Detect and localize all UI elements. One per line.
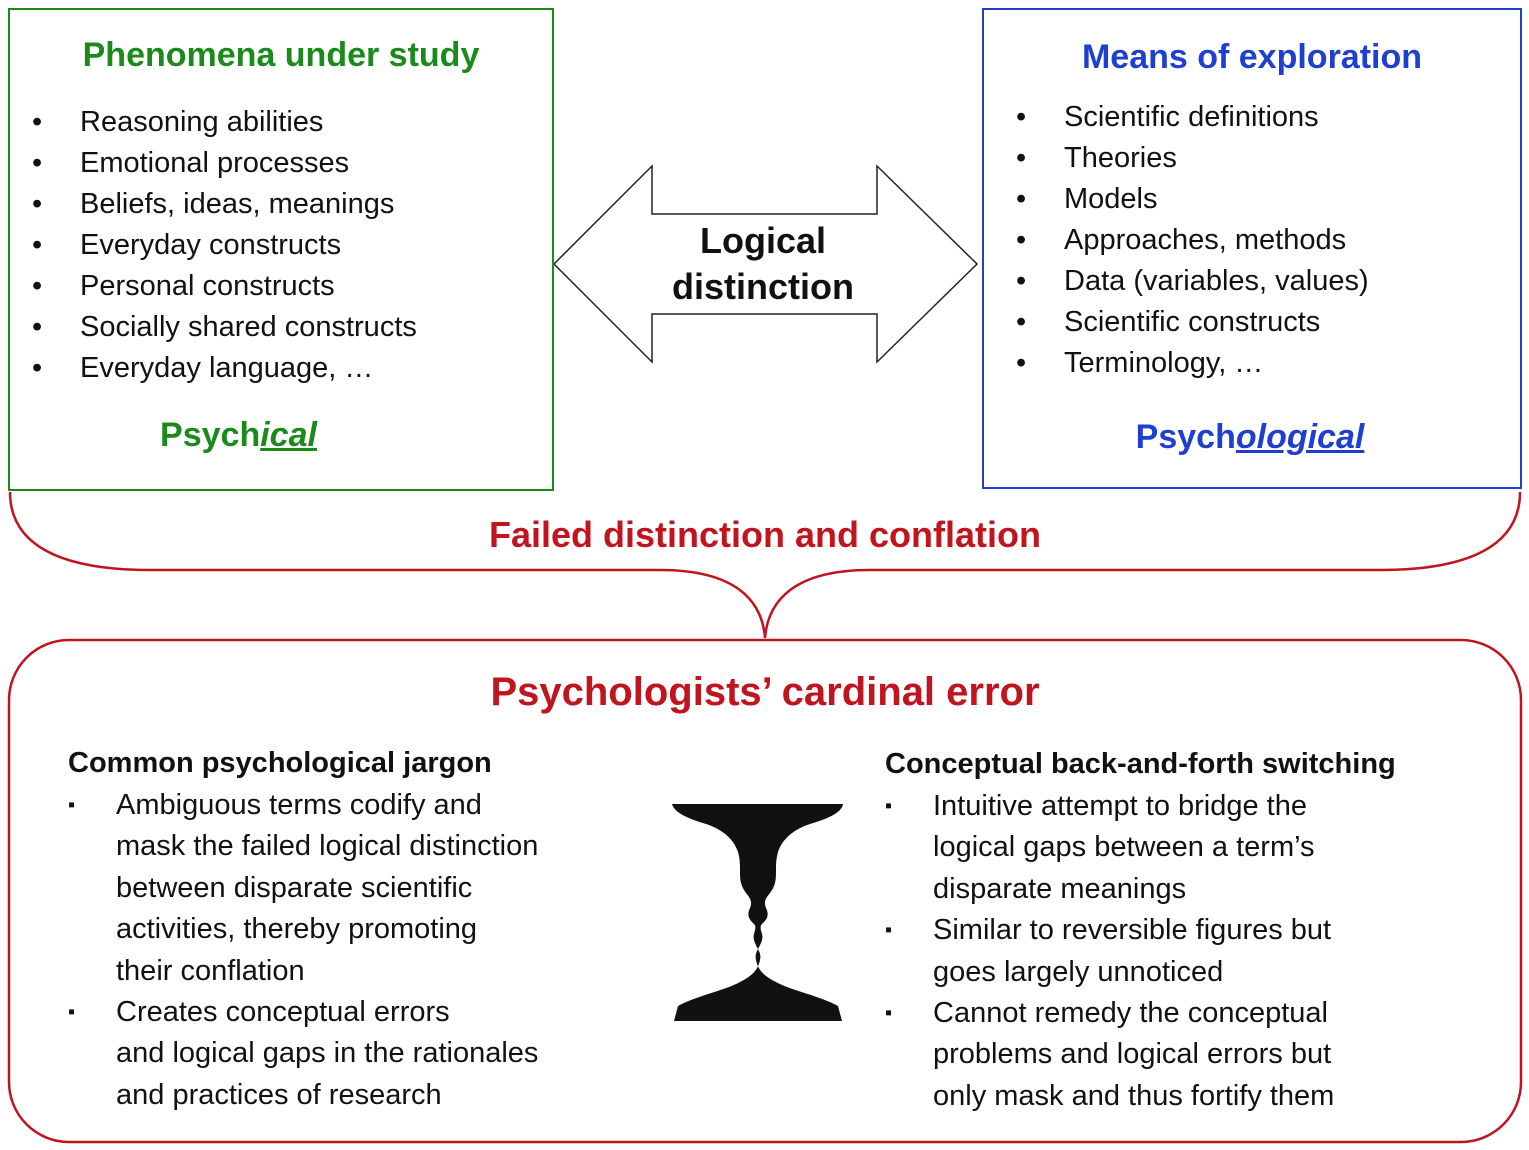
psychical-label: Psychical xyxy=(0,416,552,455)
list-item: Theories xyxy=(1016,138,1369,179)
list-item: Emotional processes xyxy=(32,143,417,184)
list-item: Similar to reversible figures but goes l… xyxy=(885,910,1505,993)
cardinal-error-title: Psychologists’ cardinal error xyxy=(490,670,1040,714)
rubin-vase-icon xyxy=(672,804,843,1021)
list-item: Scientific definitions xyxy=(1016,97,1369,138)
means-list: Scientific definitions Theories Models A… xyxy=(1016,97,1369,384)
switching-heading: Conceptual back-and-forth switching xyxy=(885,748,1396,780)
list-item: Data (variables, values) xyxy=(1016,261,1369,302)
list-item: Models xyxy=(1016,179,1369,220)
phenomena-box: Phenomena under study Reasoning abilitie… xyxy=(8,8,554,491)
list-item: Socially shared constructs xyxy=(32,307,417,348)
list-item: Creates conceptual errors and logical ga… xyxy=(68,992,648,1116)
list-item: Reasoning abilities xyxy=(32,102,417,143)
psychological-suffix: ological xyxy=(1235,418,1365,456)
list-item: Beliefs, ideas, meanings xyxy=(32,184,417,225)
error-box xyxy=(7,638,1523,1144)
failed-distinction-title: Failed distinction and conflation xyxy=(488,514,1041,555)
jargon-list: Ambiguous terms codify and mask the fail… xyxy=(68,785,648,1116)
list-item: Approaches, methods xyxy=(1016,220,1369,261)
list-item: Terminology, … xyxy=(1016,343,1369,384)
list-item: Ambiguous terms codify and mask the fail… xyxy=(68,785,648,992)
double-arrow-icon xyxy=(552,164,979,364)
list-item: Everyday constructs xyxy=(32,225,417,266)
psychological-label: Psychological xyxy=(980,418,1520,457)
means-box: Means of exploration Scientific definiti… xyxy=(982,8,1522,489)
psychical-stem: Psych xyxy=(160,416,261,454)
list-item: Cannot remedy the conceptual problems an… xyxy=(885,993,1505,1117)
arrow-label-line1: Logical xyxy=(699,220,827,261)
means-title: Means of exploration xyxy=(1081,38,1423,76)
psychical-suffix: ical xyxy=(260,416,317,454)
phenomena-list: Reasoning abilities Emotional processes … xyxy=(32,102,417,389)
curly-brace xyxy=(8,491,1522,639)
arrow-label-line2: distinction xyxy=(672,266,854,307)
switching-list: Intuitive attempt to bridge the logical … xyxy=(885,786,1505,1117)
list-item: Everyday language, … xyxy=(32,348,417,389)
psychological-stem: Psych xyxy=(1135,418,1236,456)
list-item: Personal constructs xyxy=(32,266,417,307)
jargon-heading: Common psychological jargon xyxy=(68,747,492,779)
list-item: Scientific constructs xyxy=(1016,302,1369,343)
phenomena-title: Phenomena under study xyxy=(82,36,480,74)
list-item: Intuitive attempt to bridge the logical … xyxy=(885,786,1505,910)
logical-distinction-label: Logical distinction xyxy=(640,218,886,310)
